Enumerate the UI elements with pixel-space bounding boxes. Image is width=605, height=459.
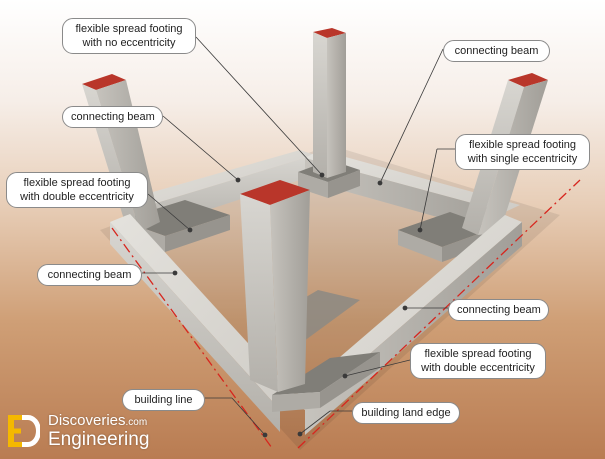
building-line-dashed (111, 227, 273, 449)
label-connecting-beam-top-right: connecting beam (443, 40, 550, 62)
column-back (313, 28, 346, 178)
column-front (240, 180, 310, 392)
column-left (82, 74, 160, 232)
label-building-land-edge: building land edge (352, 402, 460, 424)
label-building-line: building line (122, 389, 205, 411)
leader-lines (142, 36, 455, 438)
building-land-edge-dashed (297, 179, 581, 449)
label-footing-double-eccentricity-right: flexible spread footing with double ecce… (410, 343, 546, 379)
engineering-discoveries-logo: Discoveries.com Engineering (6, 410, 196, 454)
label-connecting-beam-right: connecting beam (448, 299, 549, 321)
label-footing-single-eccentricity: flexible spread footing with single ecce… (455, 134, 590, 170)
label-footing-no-eccentricity: flexible spread footing with no eccentri… (62, 18, 196, 54)
label-footing-double-eccentricity-left: flexible spread footing with double ecce… (6, 172, 148, 208)
ed-logo-icon (8, 415, 40, 447)
label-connecting-beam-left: connecting beam (37, 264, 142, 286)
logo-text-engineering: Engineering (48, 429, 150, 450)
logo-text-discoveries: Discoveries.com (48, 412, 148, 429)
label-connecting-beam-top-left: connecting beam (62, 106, 163, 128)
